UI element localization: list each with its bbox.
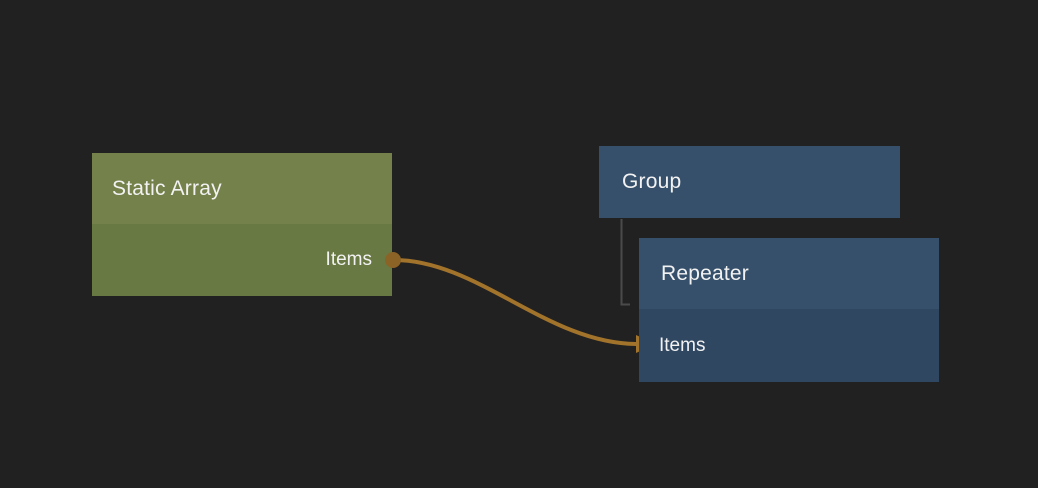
node-group[interactable]: Group — [599, 146, 900, 218]
node-static-array[interactable]: Static Array Items — [92, 153, 401, 296]
node-group-title: Group — [622, 170, 682, 193]
node-static-array-title: Static Array — [112, 176, 222, 200]
output-port-label-items: Items — [325, 249, 372, 270]
node-repeater-title: Repeater — [661, 261, 749, 285]
group-hierarchy-elbow-line — [620, 219, 630, 306]
node-repeater-header[interactable]: Repeater — [639, 238, 939, 309]
node-repeater[interactable]: Repeater Items — [639, 238, 939, 382]
node-repeater-body: Items — [639, 309, 939, 382]
connection-wire[interactable] — [392, 258, 639, 346]
output-port-dot-items[interactable] — [385, 252, 401, 268]
output-port-row-items: Items — [92, 224, 401, 296]
node-static-array-header[interactable]: Static Array — [92, 153, 392, 224]
input-port-row-items: Items — [639, 310, 939, 382]
node-static-array-body: Items — [92, 224, 401, 296]
input-port-label-items: Items — [659, 334, 706, 356]
node-group-header[interactable]: Group — [599, 146, 900, 218]
